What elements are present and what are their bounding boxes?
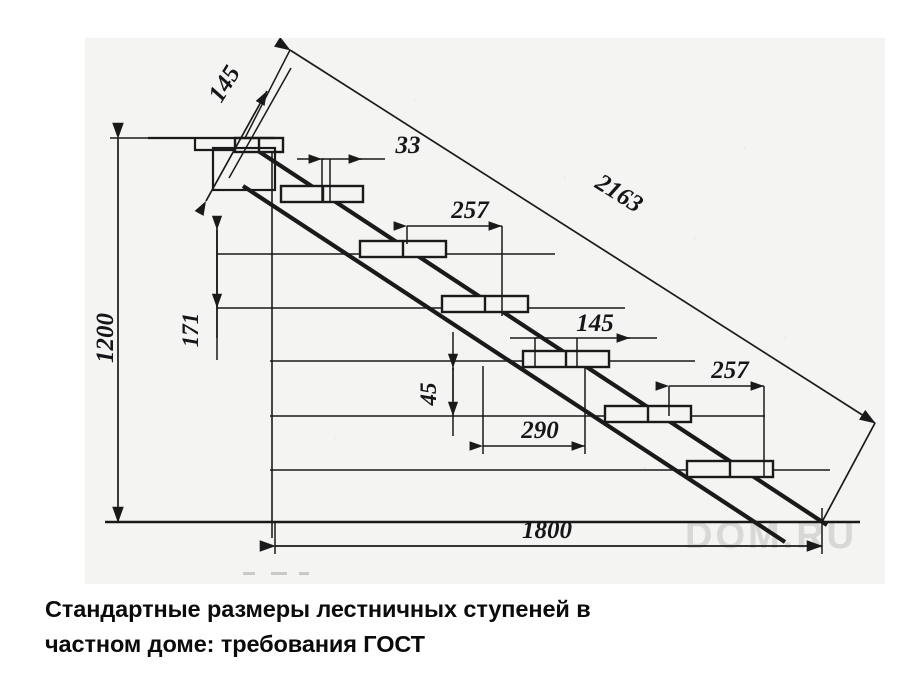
- dimension-label-290: 290: [520, 417, 559, 444]
- step-tread: [603, 404, 693, 424]
- step-tread: [685, 459, 775, 479]
- dimension-label-45: 45: [416, 383, 441, 407]
- dimension-2163-diagonal: [244, 38, 876, 523]
- dimension-label-257-upper: 257: [450, 197, 490, 224]
- step-tread: [521, 349, 611, 369]
- dimension-label-1200: 1200: [92, 313, 119, 364]
- step-tread: [358, 239, 448, 259]
- caption-line-1: Стандартные размеры лестничных ступеней …: [45, 596, 591, 622]
- stair-technical-drawing: DOM.RU: [85, 38, 885, 584]
- figure-caption: Стандартные размеры лестничных ступеней …: [45, 592, 685, 662]
- step-tread: [440, 294, 530, 314]
- dimension-label-33: 33: [395, 132, 421, 159]
- dimension-1800: [259, 508, 823, 554]
- caption-line-2: частном доме: требования ГОСТ: [45, 631, 425, 657]
- dimension-label-145-mid: 145: [576, 310, 614, 337]
- dimension-label-171: 171: [178, 313, 203, 348]
- scan-cut-text: [243, 572, 309, 575]
- dimension-1200: [110, 122, 151, 523]
- dimension-label-257-lower: 257: [710, 357, 750, 384]
- stair-diagram-svg: DOM.RU: [85, 38, 885, 584]
- dimension-label-1800: 1800: [522, 517, 573, 544]
